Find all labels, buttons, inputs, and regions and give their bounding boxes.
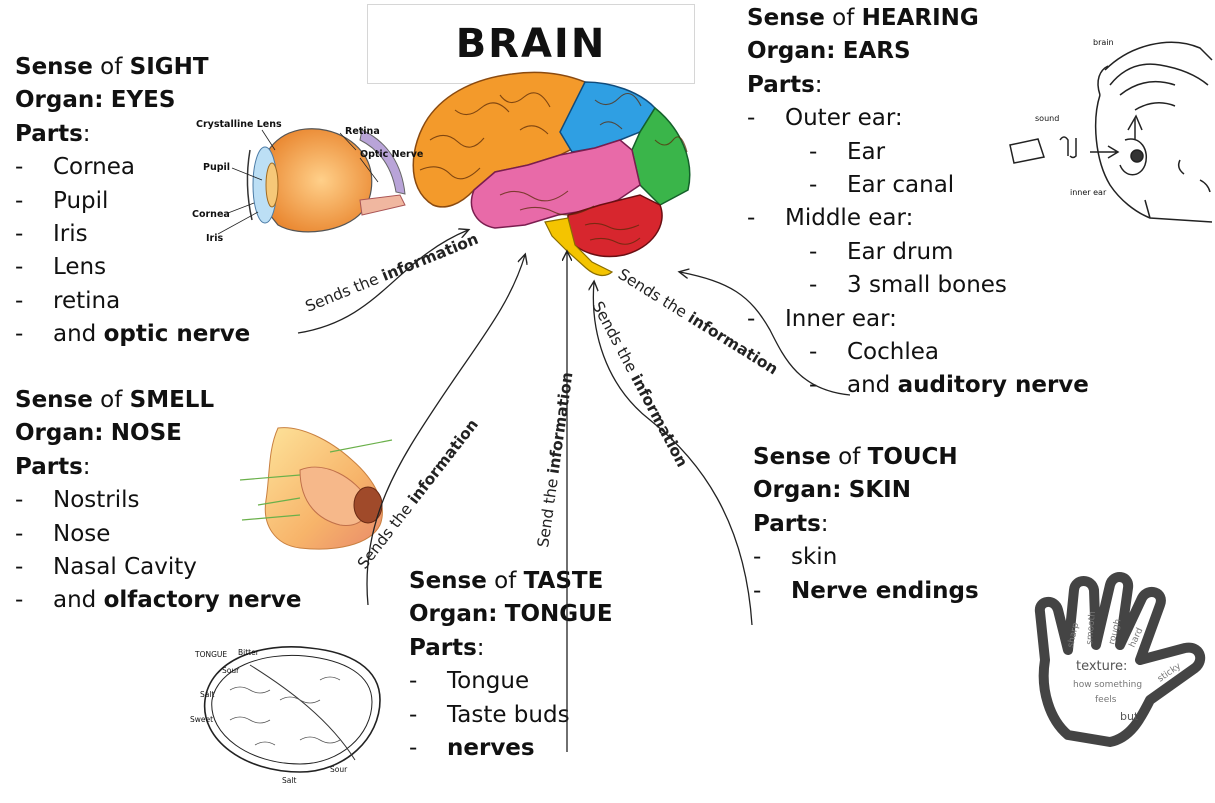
tongue-label-salt: Salt xyxy=(200,690,214,699)
brain-illustration xyxy=(412,71,691,277)
sense-sight-parts-label: Parts: xyxy=(15,120,91,147)
list-item: Tongue xyxy=(409,665,613,699)
sense-taste-heading: Sense of TASTE xyxy=(409,568,604,594)
sense-touch-block: Sense of TOUCH Organ: SKIN Parts: skin N… xyxy=(753,441,979,608)
arrow-label-touch: Sends the information xyxy=(588,298,691,470)
arrow-touch xyxy=(593,282,753,626)
sense-taste-parts-list: Tongue Taste buds nerves xyxy=(409,665,613,766)
arrow-label-sight: Sends the information xyxy=(303,230,481,316)
sense-smell-block: Sense of SMELL Organ: NOSE Parts: Nostri… xyxy=(15,384,302,618)
hand-label-but: but xyxy=(1120,710,1139,723)
eye-label-optic: Optic Nerve xyxy=(360,149,423,160)
page-title: BRAIN xyxy=(455,21,607,67)
ear-label-brain: brain xyxy=(1093,38,1114,47)
sense-smell-organ: Organ: NOSE xyxy=(15,420,182,447)
sense-touch-heading: Sense of TOUCH xyxy=(753,444,958,470)
arrow-label-hearing: Sends the information xyxy=(615,265,781,378)
list-item: 3 small bones xyxy=(747,269,1089,303)
list-item: and auditory nerve xyxy=(747,369,1089,403)
brain-frontal-lobe xyxy=(412,71,591,208)
list-item: Taste buds xyxy=(409,699,613,733)
arrow-hearing xyxy=(680,272,851,396)
tongue-illustration: TONGUE Bitter Sour Salt Sweet Salt Sour xyxy=(190,646,381,785)
tongue-label-bitter: Bitter xyxy=(238,648,260,657)
sense-touch-parts-list: skin Nerve endings xyxy=(753,541,979,608)
eye-label-retina: Retina xyxy=(345,126,380,137)
ear-label-inner: inner ear xyxy=(1070,188,1107,197)
sense-sight-parts-list: Cornea Pupil Iris Lens retina and optic … xyxy=(15,151,250,352)
hand-label-line-1: how something xyxy=(1073,680,1142,690)
list-item: skin xyxy=(753,541,979,575)
tongue-label-salt-2: Salt xyxy=(282,776,296,785)
arrow-smell xyxy=(366,255,525,606)
sense-touch-organ: Organ: SKIN xyxy=(753,477,911,504)
eye-label-pupil: Pupil xyxy=(203,162,230,173)
list-item: nerves xyxy=(409,732,613,766)
sense-hearing-parts-list: Outer ear: Ear Ear canal Middle ear: Ear… xyxy=(747,102,1089,403)
brain-stem xyxy=(544,217,614,277)
ear-label-sound: sound xyxy=(1035,114,1059,123)
sense-touch-parts-label: Parts: xyxy=(753,510,829,537)
eye-illustration: Crystalline Lens Retina Optic Nerve Pupi… xyxy=(192,119,423,244)
sense-taste-organ: Organ: TONGUE xyxy=(409,601,613,628)
sense-hearing-organ: Organ: EARS xyxy=(747,38,911,65)
arrows xyxy=(297,230,851,752)
hand-illustration: sharp smooth rough hard texture: how som… xyxy=(1034,572,1206,747)
sense-smell-parts-label: Parts: xyxy=(15,453,91,480)
list-item: Pupil xyxy=(15,185,250,219)
tongue-label-sour-2: Sour xyxy=(330,765,348,774)
ear-illustration xyxy=(1009,41,1213,223)
list-item: Iris xyxy=(15,218,250,252)
list-item: Nose xyxy=(15,518,302,552)
tongue-label-title: TONGUE xyxy=(194,650,227,659)
hand-label-line-2: feels xyxy=(1095,695,1117,705)
list-item: Outer ear: xyxy=(747,102,1089,136)
arrow-label-taste: Send the information xyxy=(534,371,576,549)
list-item: and olfactory nerve xyxy=(15,584,302,618)
list-item: and optic nerve xyxy=(15,318,250,352)
list-item: Cornea xyxy=(15,151,250,185)
hand-label-finger-2: smooth xyxy=(1085,611,1098,645)
sense-taste-block: Sense of TASTE Organ: TONGUE Parts: Tong… xyxy=(409,565,613,766)
sense-hearing-block: Sense of HEARING Organ: EARS Parts: Oute… xyxy=(747,2,1089,403)
sense-hearing-heading: Sense of HEARING xyxy=(747,5,979,31)
sense-sight-heading: Sense of SIGHT xyxy=(15,54,209,80)
eye-label-lens: Crystalline Lens xyxy=(196,119,282,130)
sense-hearing-parts-label: Parts: xyxy=(747,71,823,98)
list-item: retina xyxy=(15,285,250,319)
eye-label-cornea: Cornea xyxy=(192,209,230,220)
eye-label-iris: Iris xyxy=(206,233,223,244)
list-item: Nasal Cavity xyxy=(15,551,302,585)
sense-smell-parts-list: Nostrils Nose Nasal Cavity and olfactory… xyxy=(15,484,302,618)
list-item: Ear drum xyxy=(747,236,1089,270)
tongue-label-sour: Sour xyxy=(222,666,240,675)
sense-sight-organ: Organ: EYES xyxy=(15,87,176,114)
sense-smell-heading: Sense of SMELL xyxy=(15,387,215,413)
sense-taste-parts-label: Parts: xyxy=(409,634,485,661)
list-item: Middle ear: xyxy=(747,202,1089,236)
brain-title-box: BRAIN xyxy=(367,4,695,84)
tongue-label-sweet: Sweet xyxy=(190,715,213,724)
list-item: Ear xyxy=(747,136,1089,170)
list-item: Cochlea xyxy=(747,336,1089,370)
list-item: Lens xyxy=(15,251,250,285)
hand-label-texture: texture: xyxy=(1076,659,1127,674)
list-item: Ear canal xyxy=(747,169,1089,203)
list-item: Inner ear: xyxy=(747,303,1089,337)
nose-illustration xyxy=(239,427,393,550)
list-item: Nostrils xyxy=(15,484,302,518)
arrow-sight xyxy=(297,230,468,334)
list-item: Nerve endings xyxy=(753,575,979,609)
sense-sight-block: Sense of SIGHT Organ: EYES Parts: Cornea… xyxy=(15,51,250,352)
